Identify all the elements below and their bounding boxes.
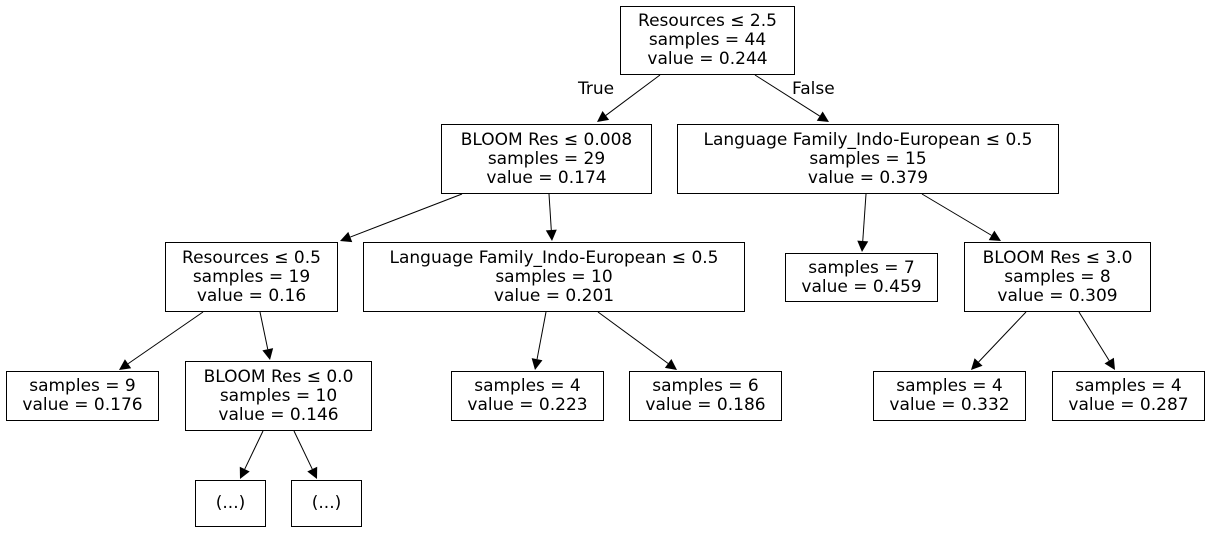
node-text-line: value = 0.332 <box>889 395 1010 415</box>
node-text-line: samples = 4 <box>896 376 1003 396</box>
edge-n6-n11 <box>971 311 1027 370</box>
edge-label-true: True <box>578 79 615 99</box>
node-text-line: samples = 10 <box>495 266 613 287</box>
edge-n3-n8 <box>259 311 274 360</box>
node-text-line: samples = 10 <box>219 385 338 406</box>
node-text-line: value = 0.174 <box>486 167 607 188</box>
node-text-line: value = 0.459 <box>801 276 922 297</box>
node-text-line: samples = 9 <box>29 376 136 396</box>
node-text-line: samples = 29 <box>487 148 606 169</box>
tree-node-n14: (...) <box>291 480 362 527</box>
node-text-line: Resources ≤ 0.5 <box>182 247 321 268</box>
edge-n8-n13 <box>239 430 264 479</box>
edge-n1-n4 <box>545 193 557 241</box>
edge-n0-n2 <box>754 74 829 122</box>
node-text-line: samples = 7 <box>808 257 915 278</box>
node-text-line: value = 0.223 <box>467 395 588 415</box>
node-text-line: value = 0.287 <box>1068 395 1189 415</box>
node-text-line: Language Family_Indo-European ≤ 0.5 <box>703 129 1033 150</box>
node-text-line: BLOOM Res ≤ 0.0 <box>203 366 354 387</box>
node-text-line: value = 0.309 <box>997 285 1118 306</box>
node-text-line: BLOOM Res ≤ 0.008 <box>460 129 633 150</box>
edge-n1-n3 <box>340 193 463 243</box>
node-text-line: (...) <box>311 493 342 513</box>
node-text-line: Language Family_Indo-European ≤ 0.5 <box>389 247 719 268</box>
node-text-line: value = 0.244 <box>647 49 768 69</box>
node-text-line: value = 0.16 <box>196 285 307 306</box>
edge-n3-n7 <box>119 311 204 370</box>
node-text-line: value = 0.201 <box>493 285 615 306</box>
node-text-line: samples = 6 <box>652 376 759 396</box>
node-text-line: BLOOM Res ≤ 3.0 <box>982 247 1133 268</box>
node-text-line: samples = 44 <box>648 30 767 50</box>
node-text-line: value = 0.186 <box>645 395 766 415</box>
node-text-line: samples = 4 <box>474 376 581 396</box>
node-text-line: value = 0.379 <box>807 167 929 188</box>
edge-label-false: False <box>792 79 835 99</box>
edge-n0-n1 <box>597 74 661 122</box>
node-text-line: (...) <box>215 493 246 513</box>
node-text-line: samples = 4 <box>1075 376 1182 396</box>
node-text-line: value = 0.146 <box>218 404 339 425</box>
edge-n6-n12 <box>1078 311 1115 370</box>
edge-n2-n6 <box>921 193 1001 241</box>
edge-n4-n10 <box>597 311 677 370</box>
node-text-line: Resources ≤ 2.5 <box>638 11 777 31</box>
node-text-line: samples = 15 <box>809 148 927 169</box>
edge-n8-n14 <box>293 430 318 479</box>
tree-node-n13: (...) <box>195 480 266 527</box>
edge-n4-n9 <box>531 311 547 370</box>
node-text-line: value = 0.176 <box>22 395 143 415</box>
node-text-line: samples = 19 <box>192 266 311 287</box>
edge-n2-n5 <box>857 193 869 252</box>
node-text-line: samples = 8 <box>1004 266 1111 287</box>
